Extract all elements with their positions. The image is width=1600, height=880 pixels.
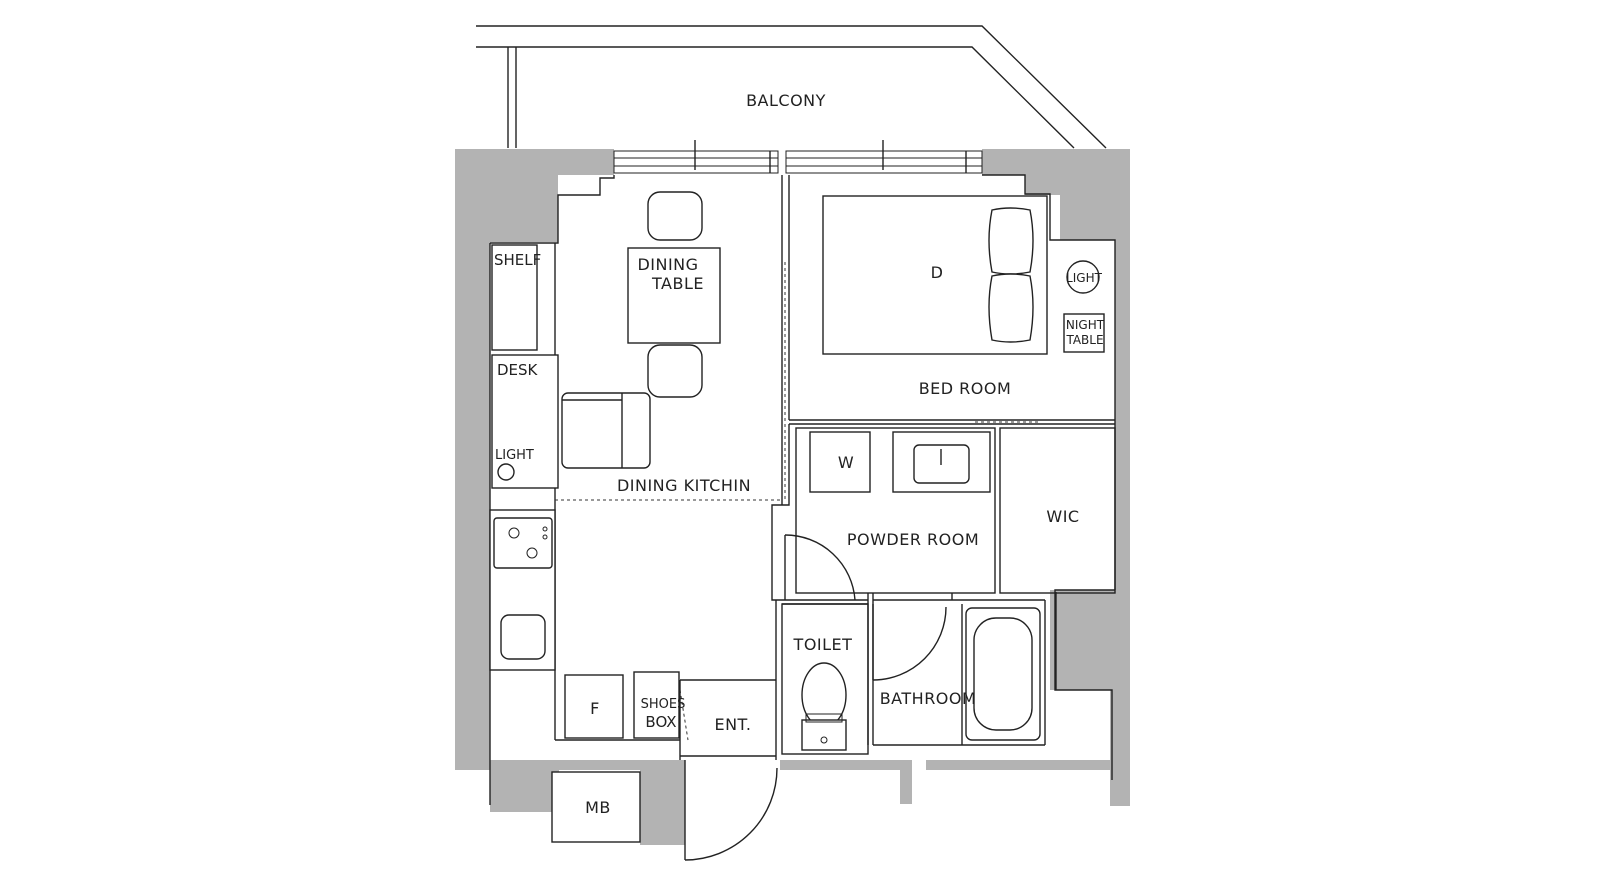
toilet-bowl — [801, 662, 847, 728]
partition-dining-bedroom — [771, 175, 1115, 601]
dining-table — [627, 247, 721, 344]
desk — [491, 354, 559, 489]
toilet-room — [781, 593, 874, 755]
fridge — [564, 674, 624, 739]
bathroom — [872, 593, 1046, 746]
mb-label: MB — [585, 798, 611, 817]
armchair — [561, 392, 651, 469]
dining-kitchen-room — [489, 191, 782, 741]
chair-bottom — [647, 344, 703, 398]
balcony — [476, 25, 1107, 149]
dining-kitchen-label: DINING KITCHIN — [617, 476, 751, 495]
fridge-label: F — [590, 699, 600, 718]
balcony-label: BALCONY — [746, 91, 826, 110]
light-left-label: LIGHT — [495, 448, 534, 463]
shoes-box-label-line1: SHOES — [641, 697, 686, 712]
dining-table-label-line1: DINING — [637, 255, 698, 274]
chair-top — [647, 191, 703, 241]
shelf — [491, 244, 538, 351]
bed-room — [822, 195, 1105, 355]
night-table-label-line2: TABLE — [1065, 333, 1103, 347]
walk-in-closet — [999, 427, 1116, 594]
toilet-label: TOILET — [793, 635, 853, 654]
light-right-icon — [1066, 260, 1100, 294]
night-table-label-line1: NIGHT — [1066, 318, 1105, 332]
light-left-icon — [497, 463, 515, 481]
washer — [809, 431, 871, 493]
shoes-box-label-line2: BOX — [645, 713, 676, 731]
dining-table-label-line2: TABLE — [651, 274, 704, 293]
night-table — [1063, 313, 1105, 353]
exterior-walls — [455, 149, 1130, 845]
desk-label: DESK — [497, 361, 539, 379]
stove — [493, 517, 553, 569]
bed-room-label: BED ROOM — [919, 379, 1012, 398]
entrance — [679, 600, 778, 861]
powder-room-label: POWDER ROOM — [847, 530, 979, 549]
meter-box — [551, 771, 641, 843]
sink — [500, 614, 546, 660]
shoes-box — [633, 671, 680, 739]
entrance-label: ENT. — [714, 715, 751, 734]
bed-label: D — [931, 263, 944, 282]
washer-label: W — [838, 453, 854, 472]
powder-room — [784, 427, 996, 601]
balcony-windows — [613, 140, 983, 174]
shelf-label: SHELF — [494, 251, 541, 269]
room-labels: BALCONY SHELF DESK LIGHT DINING TABLE DI… — [494, 91, 1105, 817]
bathroom-label: BATHROOM — [880, 689, 977, 708]
toilet-tank — [801, 719, 847, 751]
wic-label: WIC — [1046, 507, 1079, 526]
light-right-label: LIGHT — [1066, 271, 1103, 285]
